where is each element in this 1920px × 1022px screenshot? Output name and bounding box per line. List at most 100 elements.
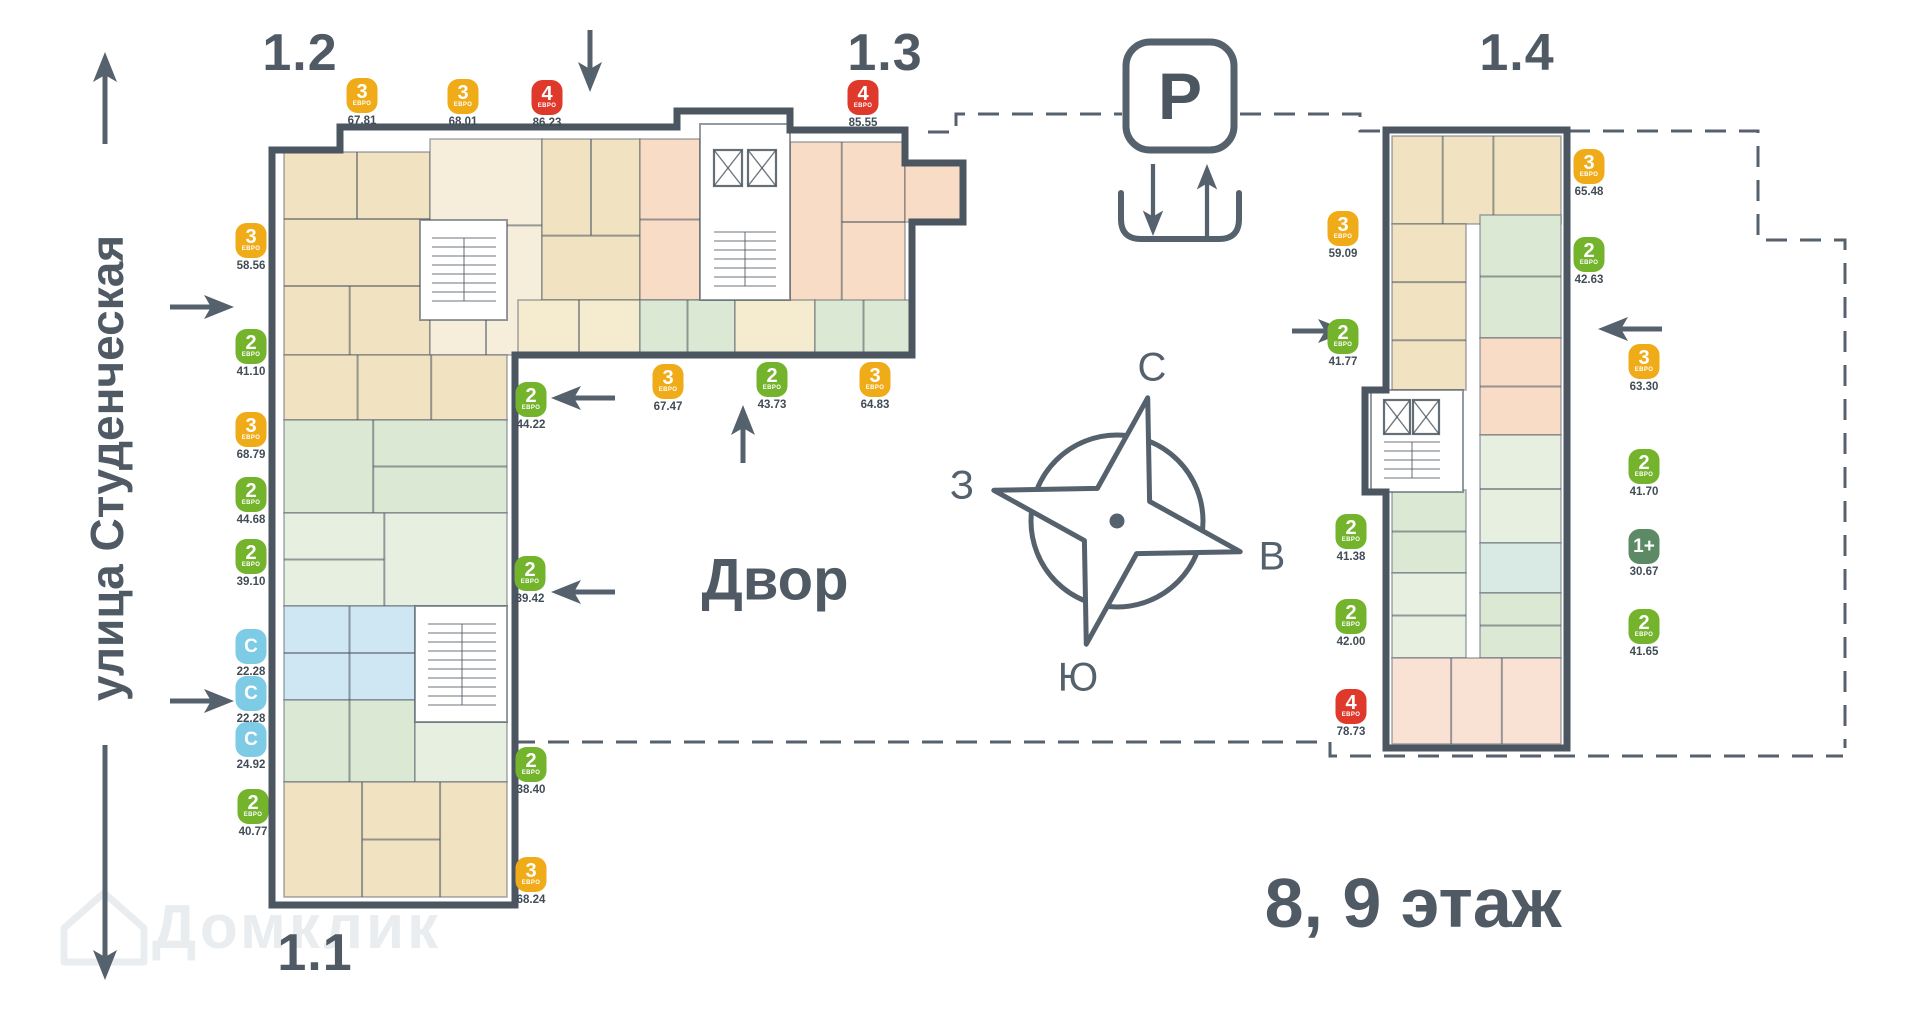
evro-sub-label: ЕВРО: [658, 386, 678, 393]
badge-area-value: 68.24: [516, 894, 546, 906]
courtyard-label: Двор: [701, 547, 849, 613]
parking-letter: P: [1157, 59, 1203, 133]
room-count-label: 2: [245, 541, 257, 564]
room-count-label: С: [244, 729, 258, 750]
room-count-label: 3: [1583, 151, 1595, 174]
badge-area-value: 68.01: [448, 116, 478, 128]
parking-icon: [1122, 38, 1238, 154]
room-count-label: 3: [869, 364, 881, 387]
right-arrow-icon: [204, 295, 234, 319]
badge-area-value: 64.83: [860, 399, 890, 411]
evro-sub-label: ЕВРО: [453, 101, 473, 108]
badge-area-value: 43.73: [757, 399, 787, 411]
left-arrow-icon: [551, 386, 581, 410]
room-count-label: 2: [247, 791, 259, 814]
room-count-label: 3: [525, 859, 537, 882]
apartment-unit: [1479, 542, 1562, 594]
badge-area-value: 78.73: [1336, 726, 1366, 738]
badge-area-value: 58.56: [236, 260, 266, 272]
room-count-label: 4: [1345, 691, 1357, 714]
section-label-1-4: 1.4: [1479, 24, 1555, 82]
room-count-label: 3: [356, 80, 368, 103]
room-count-label: 3: [457, 81, 469, 104]
badge-area-value: 63.30: [1629, 381, 1659, 393]
evro-sub-label: ЕВРО: [1579, 259, 1599, 266]
badge-area-value: 30.67: [1629, 566, 1659, 578]
up-arrow-icon: [731, 405, 755, 435]
elevator-x-line: [747, 149, 777, 187]
room-count-label: 2: [245, 479, 257, 502]
evro-sub-label: ЕВРО: [521, 879, 541, 886]
evro-sub-label: ЕВРО: [1341, 711, 1361, 718]
evro-sub-label: ЕВРО: [520, 578, 540, 585]
badge-area-value: 41.65: [1629, 646, 1659, 658]
down-arrow-icon: [578, 62, 602, 92]
room-count-label: 2: [1583, 239, 1595, 262]
room-count-label: С: [244, 636, 258, 657]
down-arrow-icon: [93, 950, 117, 980]
badge-area-value: 41.77: [1328, 356, 1358, 368]
badge-area-value: 39.42: [515, 593, 545, 605]
badge-area-value: 38.40: [516, 784, 546, 796]
up-arrow-icon: [1196, 164, 1218, 190]
left-arrow-icon: [1598, 317, 1628, 341]
evro-sub-label: ЕВРО: [1634, 471, 1654, 478]
badge-area-value: 40.77: [238, 826, 268, 838]
room-count-label: 3: [245, 225, 257, 248]
evro-sub-label: ЕВРО: [521, 404, 541, 411]
evro-sub-label: ЕВРО: [241, 351, 261, 358]
parking-ramp-tray-icon: [1118, 190, 1242, 242]
plot-boundary-dashed-line: [1569, 129, 1847, 748]
room-count-label: С: [244, 683, 258, 704]
room-count-pill: С: [235, 676, 267, 711]
evro-sub-label: ЕВРО: [1333, 233, 1353, 240]
evro-sub-label: ЕВРО: [1341, 536, 1361, 543]
room-count-label: 2: [245, 331, 257, 354]
apartment-unit: [1391, 223, 1467, 391]
badge-area-value: 59.09: [1328, 248, 1358, 260]
watermark-house-icon: [60, 889, 148, 966]
room-count-label: 2: [1638, 451, 1650, 474]
badge-area-value: 42.00: [1336, 636, 1366, 648]
room-count-label: 3: [1337, 213, 1349, 236]
evro-sub-label: ЕВРО: [853, 102, 873, 109]
down-arrow-icon: [1142, 210, 1164, 236]
compass-west-label: З: [949, 463, 975, 508]
compass-center-dot: [1109, 513, 1125, 529]
evro-sub-label: ЕВРО: [1579, 171, 1599, 178]
evro-sub-label: ЕВРО: [762, 384, 782, 391]
room-count-pill: С: [235, 629, 267, 664]
badge-area-value: 67.47: [653, 401, 683, 413]
